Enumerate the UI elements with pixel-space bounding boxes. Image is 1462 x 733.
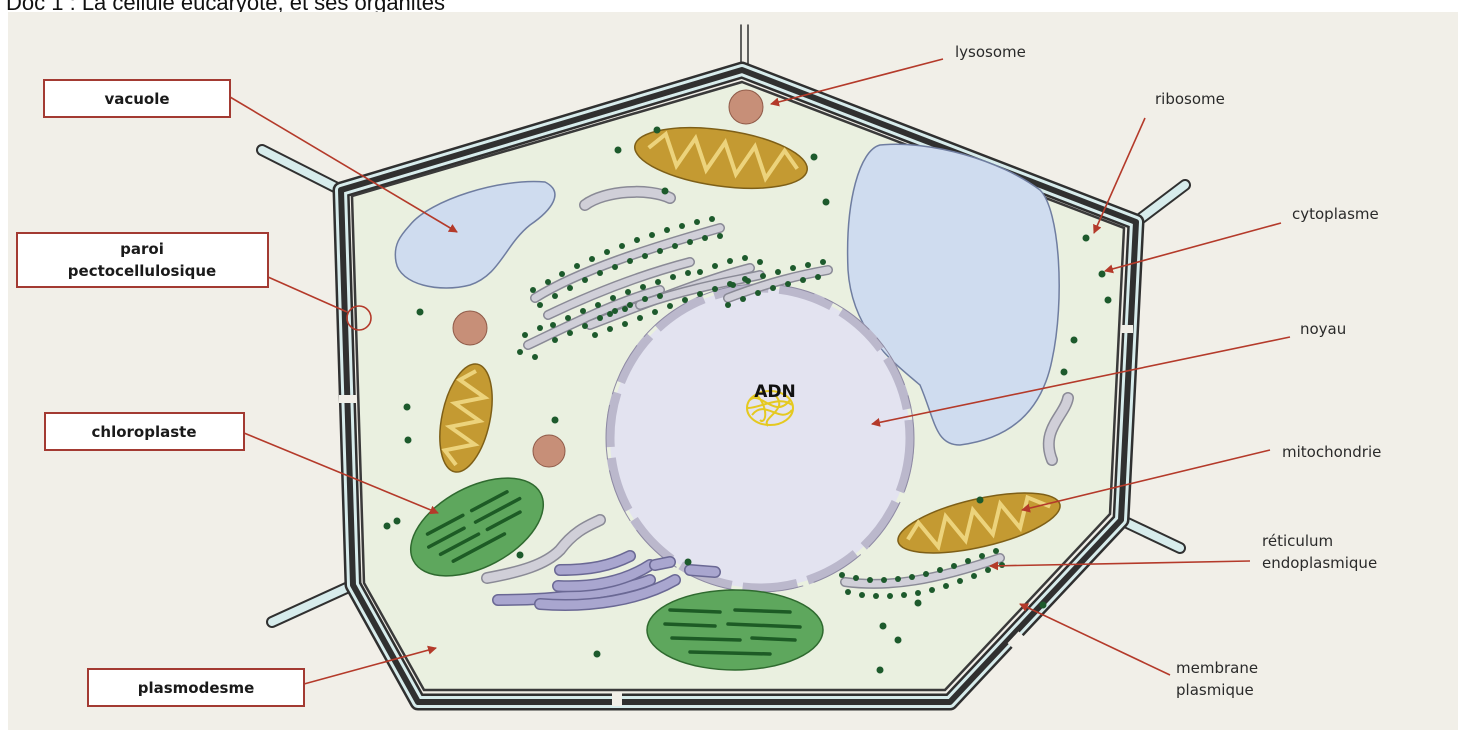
- label-mitochondrie: mitochondrie: [1282, 443, 1381, 461]
- label-ribosome: ribosome: [1155, 90, 1225, 108]
- label-chloroplaste: chloroplaste: [92, 423, 197, 441]
- label-membrane-line1: membrane: [1176, 659, 1258, 677]
- label-cytoplasme: cytoplasme: [1292, 205, 1379, 223]
- label-plasmodesme: plasmodesme: [138, 679, 255, 697]
- dna-label: ADN: [754, 382, 796, 402]
- label-paroi-line2: pectocellulosique: [68, 262, 216, 280]
- label-membrane-line2: plasmique: [1176, 681, 1254, 699]
- label-chloroplaste-box: chloroplaste: [45, 413, 244, 450]
- label-reticulum-line2: endoplasmique: [1262, 554, 1377, 572]
- label-plasmodesme-box: plasmodesme: [88, 669, 304, 706]
- label-noyau: noyau: [1300, 320, 1346, 338]
- label-paroi-box: paroi pectocellulosique: [17, 233, 268, 287]
- label-vacuole-box: vacuole: [44, 80, 230, 117]
- label-reticulum-line1: réticulum: [1262, 532, 1333, 550]
- label-vacuole: vacuole: [104, 90, 169, 108]
- label-paroi-line1: paroi: [120, 240, 164, 258]
- label-lysosome: lysosome: [955, 43, 1026, 61]
